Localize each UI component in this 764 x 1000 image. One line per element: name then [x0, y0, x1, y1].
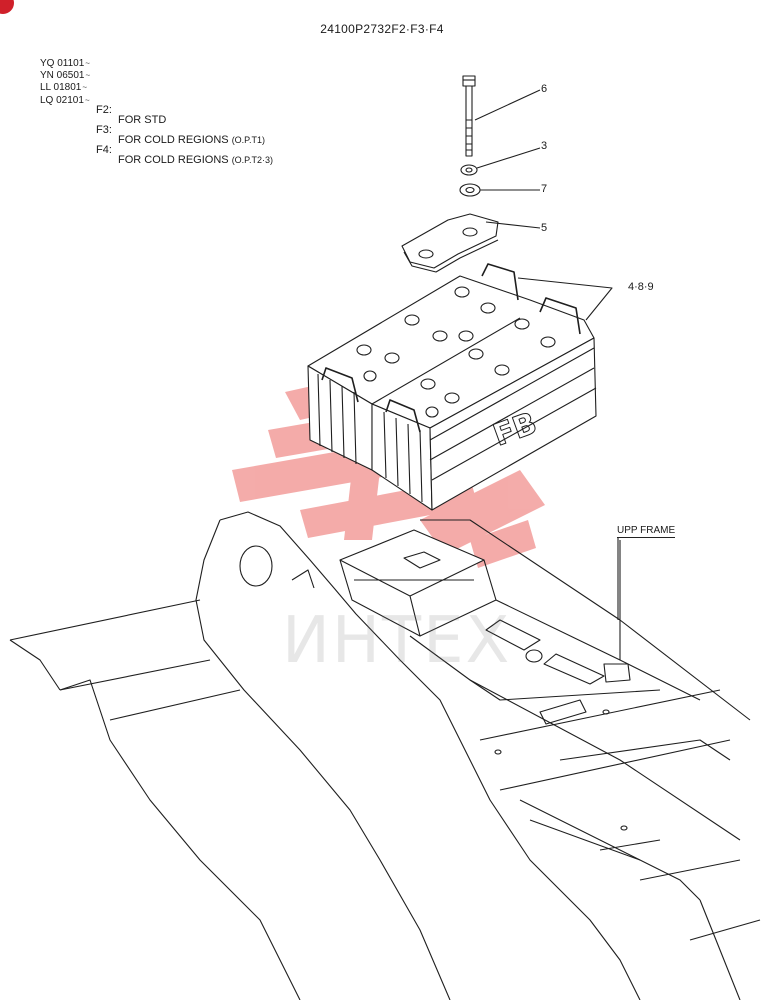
variant-desc: FOR STD [118, 114, 167, 126]
spring-washer-part [460, 147, 541, 176]
callout-washer: 3 [541, 140, 548, 152]
serial-item: LQ 02101~ [40, 94, 90, 106]
serial-item: YN 06501~ [40, 70, 91, 82]
serial-item: LL 01801~ [40, 82, 88, 94]
battery-assembly: FB [307, 263, 613, 511]
callout-bolt: 6 [541, 83, 548, 95]
bolt-part [462, 75, 541, 157]
watermark-text: ИНТЕХ [282, 604, 512, 678]
upper-frame [9, 511, 761, 1000]
callout-nut: 7 [541, 183, 548, 195]
variant-code: F3: [96, 124, 112, 136]
variant-code: F4: [96, 144, 112, 156]
corner-badge [0, 0, 14, 14]
nut-part [459, 183, 540, 197]
callout-battery: 4·8·9 [628, 281, 654, 293]
variant-code: F2: [96, 104, 112, 116]
serial-item: YQ 01101~ [40, 58, 90, 69]
variant-desc: FOR COLD REGIONS (O.P.T1) [118, 134, 266, 146]
clamp-part [401, 213, 541, 273]
variant-desc: FOR COLD REGIONS (O.P.T2·3) [118, 154, 274, 166]
callout-clamp: 5 [541, 222, 548, 234]
serial-list: YQ 01101~ YN 06501~ LL 01801~ LQ 02101~ [40, 58, 90, 107]
drawing-title: 24100P2732F2·F3·F4 [320, 22, 444, 36]
frame-label: UPP FRAME [617, 525, 676, 538]
